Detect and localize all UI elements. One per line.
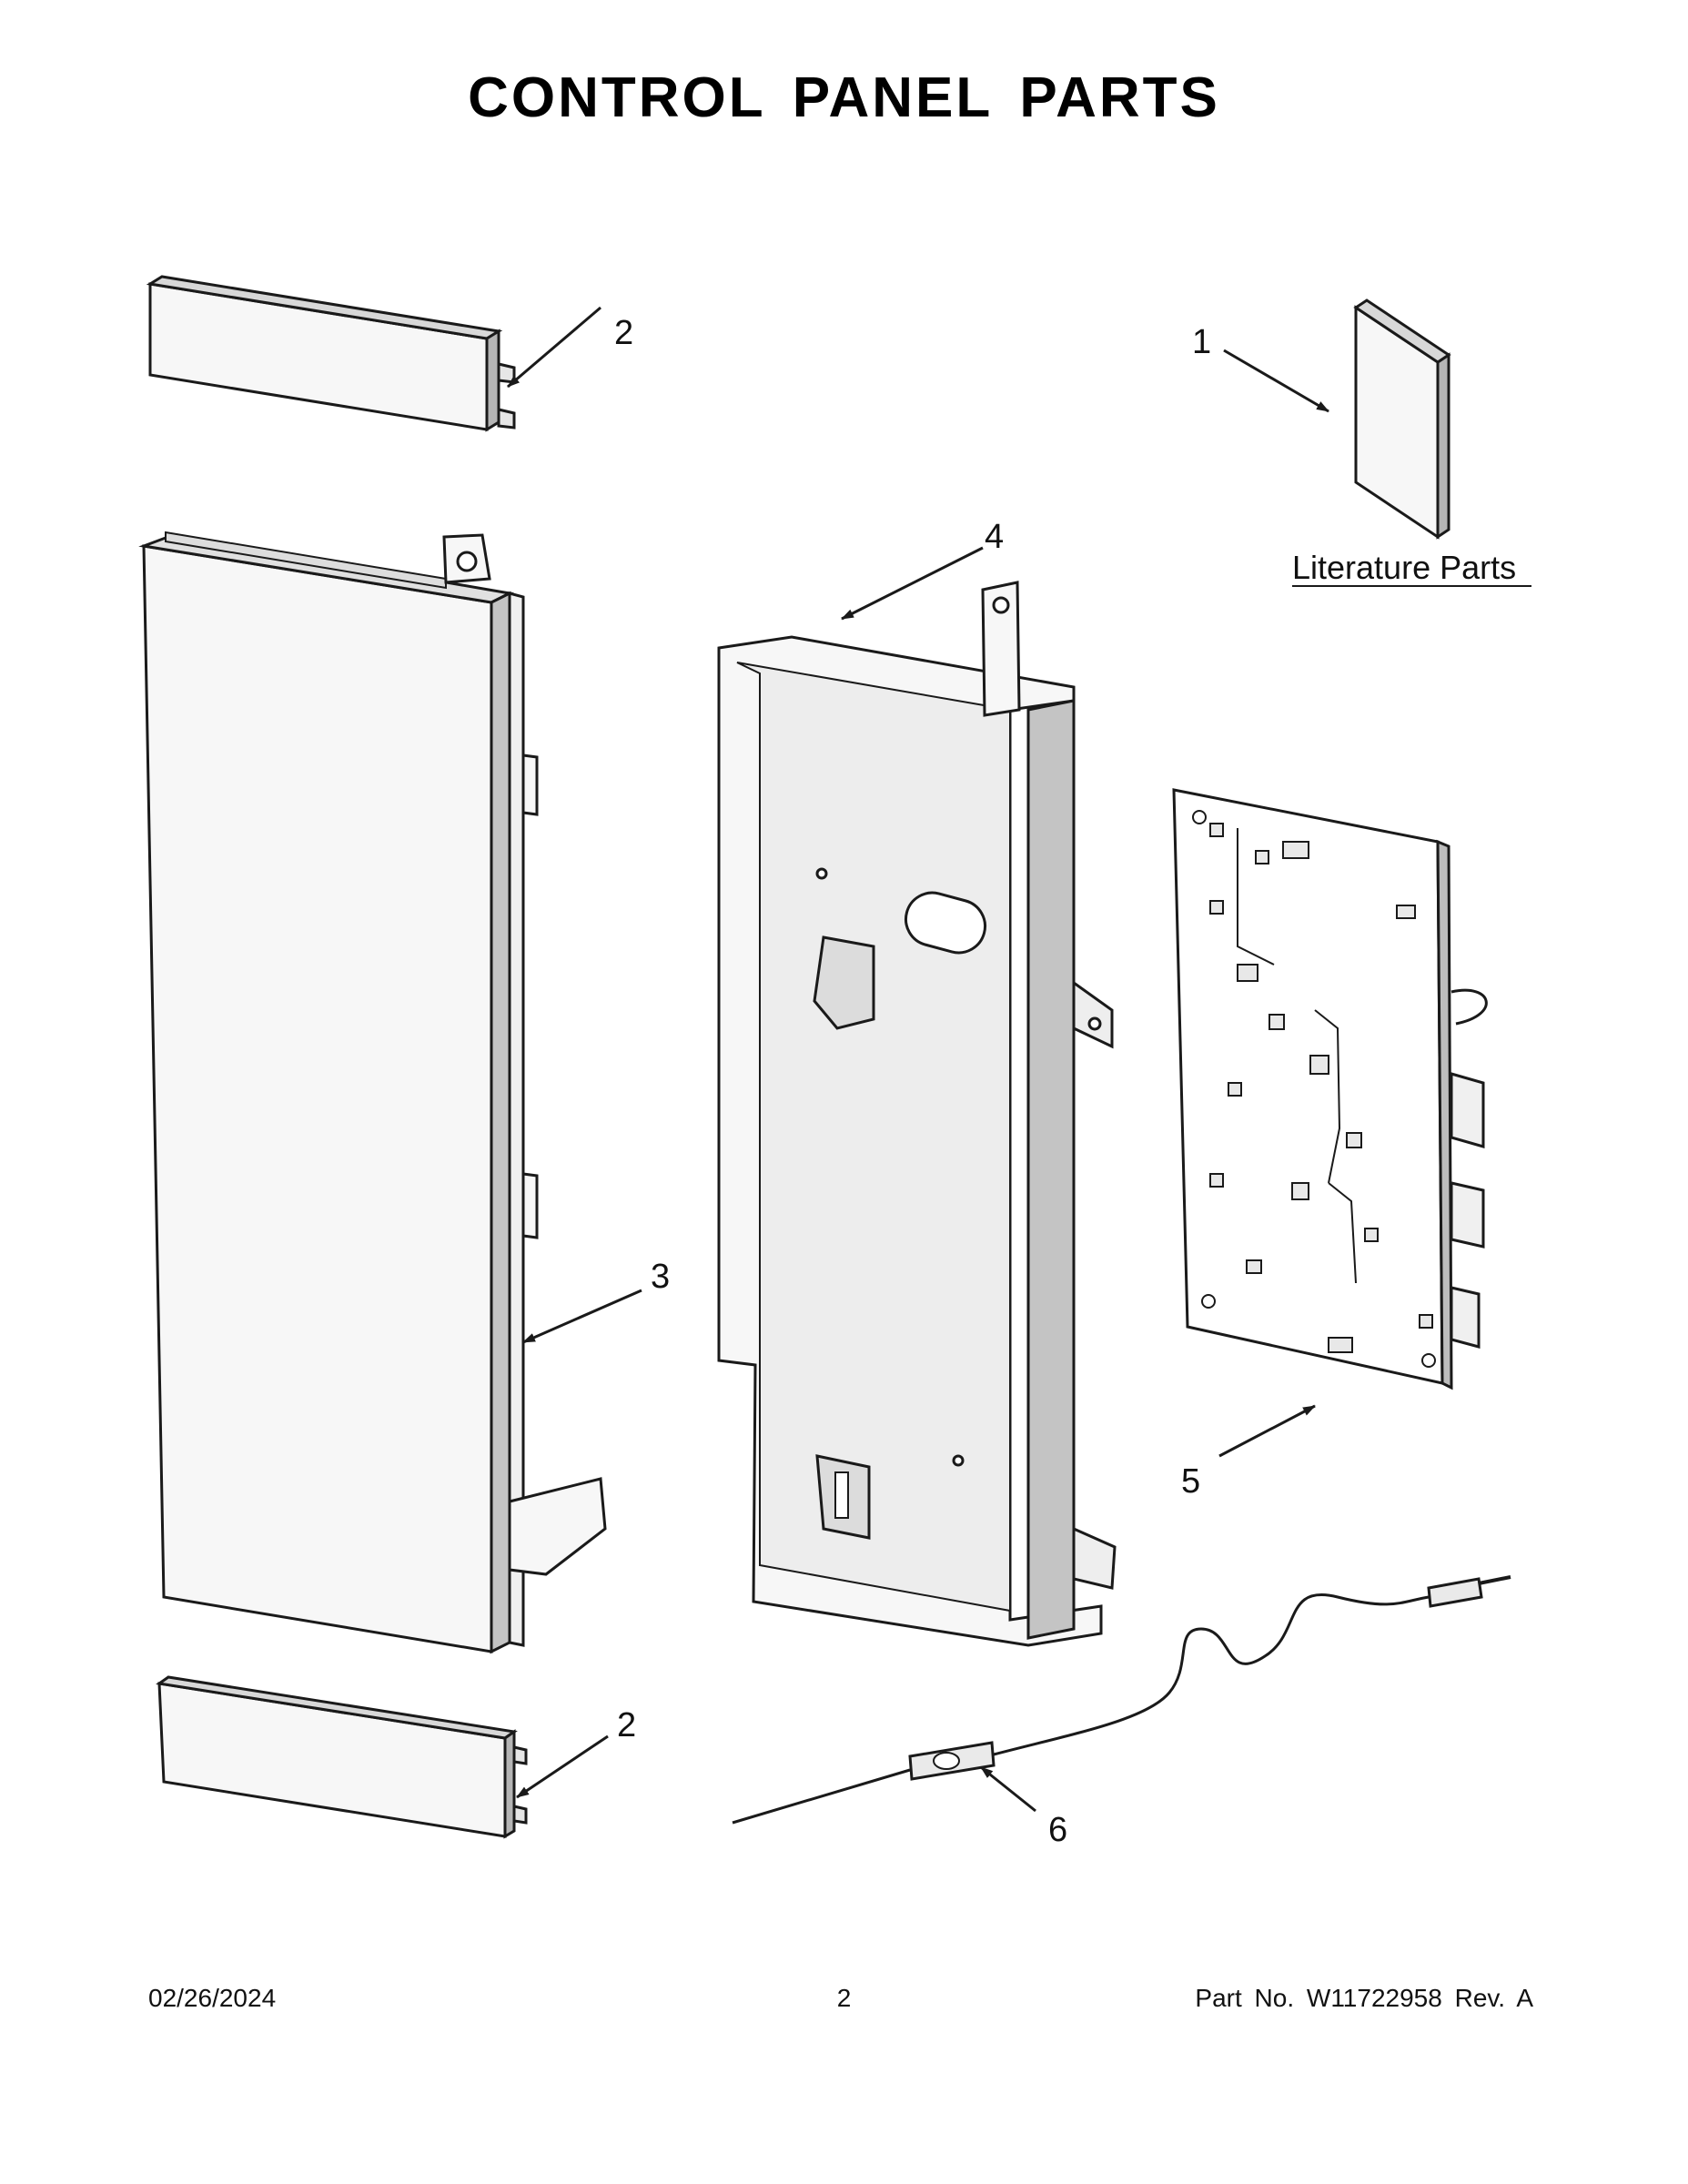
callout-4: 4 [985, 518, 1004, 556]
callout-arrows [507, 306, 1329, 1813]
callout-2-top: 2 [614, 314, 633, 352]
arrow-6 [980, 1765, 1036, 1813]
control-board [1172, 788, 1488, 1390]
callout-2-bottom: 2 [617, 1706, 636, 1744]
arrow-2-top [507, 306, 601, 389]
literature-booklet [1353, 298, 1451, 540]
callout-6: 6 [1048, 1811, 1067, 1849]
arrow-3 [522, 1289, 642, 1344]
footer-page-number: 2 [836, 1984, 852, 2012]
control-housing [717, 581, 1117, 1647]
footer-date: 02/26/2024 [148, 1984, 277, 2012]
literature-parts-label: Literature Parts [1292, 549, 1516, 586]
arrow-4 [841, 546, 984, 621]
arrow-1 [1223, 349, 1329, 413]
temperature-probe [732, 1575, 1511, 1825]
callout-3: 3 [651, 1258, 670, 1296]
arrow-2-bottom [516, 1734, 609, 1799]
arrow-5 [1218, 1404, 1316, 1458]
end-cap-top [146, 275, 516, 432]
footer-part-number: Part No. W11722958 Rev. A [1195, 1984, 1533, 2012]
page-title: CONTROL PANEL PARTS [468, 66, 1220, 129]
control-panel-front [138, 531, 607, 1654]
end-cap-bottom [156, 1675, 528, 1839]
callout-1: 1 [1192, 323, 1211, 361]
callout-5: 5 [1181, 1462, 1200, 1501]
